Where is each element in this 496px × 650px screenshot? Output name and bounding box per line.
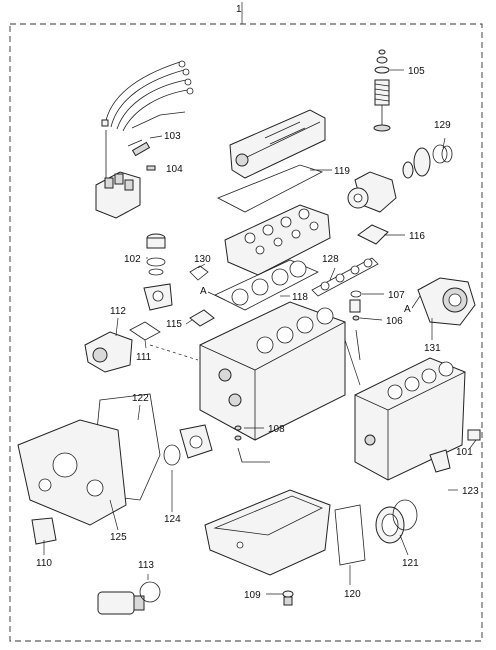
- glow-plug-part: [127, 135, 163, 157]
- rear-gasket: [334, 504, 366, 566]
- callout-104: 104: [166, 164, 183, 175]
- callout-130: 130: [194, 254, 211, 265]
- callout-109: 109: [244, 590, 261, 601]
- callout-113: 113: [138, 560, 154, 571]
- callout-102: 102: [124, 254, 141, 265]
- callout-108: 108: [268, 424, 285, 435]
- short-block: [199, 301, 346, 441]
- callout-123: 123: [462, 486, 479, 497]
- plunger-part: [349, 299, 361, 313]
- manifold-gasket: [311, 257, 379, 297]
- o-ring-part: [350, 290, 362, 298]
- seal-plate: [163, 424, 213, 466]
- callout-107: 107: [388, 290, 405, 301]
- callout-116: 116: [409, 231, 425, 242]
- callout-110: 110: [36, 558, 52, 569]
- callout-labels: 105 103 104 129 119 116 102 130 128 118 …: [36, 66, 479, 601]
- callout-125: 125: [110, 532, 127, 543]
- callout-122: 122: [132, 393, 149, 404]
- cylinder-block: [354, 357, 466, 481]
- thermostat-cover: [357, 224, 389, 245]
- callout-128: 128: [322, 254, 339, 265]
- oil-pump-gasket: [129, 321, 161, 341]
- starter-motor: [97, 581, 161, 615]
- callout-101: 101: [456, 447, 473, 458]
- injection-pump: [95, 130, 141, 219]
- callout-115: 115: [166, 319, 182, 330]
- valve-assembly: [373, 49, 391, 132]
- oil-seal: [375, 499, 418, 544]
- reference-mark-a-right: A: [404, 304, 411, 315]
- callout-106: 106: [386, 316, 403, 327]
- callout-118: 118: [292, 292, 308, 303]
- callout-111: 111: [136, 352, 152, 363]
- thermostat-parts: [143, 233, 173, 311]
- callout-119: 119: [334, 166, 350, 177]
- small-gasket: [189, 265, 209, 281]
- plug-part: [467, 429, 481, 441]
- oil-pump: [84, 331, 133, 373]
- dipstick-part: [355, 329, 361, 361]
- callout-121: 121: [402, 558, 419, 569]
- gear-case: [17, 419, 127, 526]
- cylinder-head: [224, 204, 331, 276]
- callout-103: 103: [164, 131, 181, 142]
- fuel-injection-pipes: [101, 60, 194, 132]
- callout-112: 112: [110, 306, 126, 317]
- reference-mark-a-left: A: [200, 286, 207, 297]
- callout-105: 105: [408, 66, 425, 77]
- assembly-label: 1: [236, 4, 242, 15]
- callout-124: 124: [164, 514, 181, 525]
- assembly-boundary: [9, 23, 483, 642]
- flywheel-housing: [417, 277, 476, 326]
- callout-131: 131: [424, 343, 441, 354]
- washer-part: [352, 315, 360, 321]
- rocker-cover-gasket: [217, 164, 324, 213]
- head-gasket: [214, 259, 319, 311]
- callout-129: 129: [434, 120, 451, 131]
- stud-parts: [234, 425, 270, 463]
- drain-plug: [282, 590, 294, 606]
- cover-plate: [189, 309, 215, 327]
- bracket-part: [429, 449, 451, 473]
- bolt-part: [146, 165, 156, 171]
- rocker-cover: [229, 109, 326, 179]
- callout-leaders: [43, 69, 477, 595]
- oil-pan: [204, 489, 331, 576]
- water-pump-group: [347, 144, 453, 213]
- callout-120: 120: [344, 589, 361, 600]
- cover-plate-small: [31, 517, 57, 545]
